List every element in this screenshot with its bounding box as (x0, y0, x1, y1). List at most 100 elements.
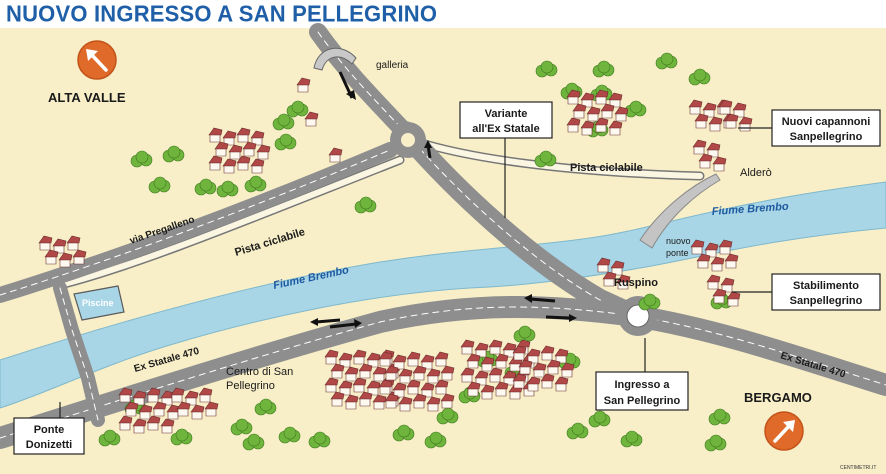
tree (194, 178, 217, 196)
tree (286, 100, 309, 118)
house (696, 253, 711, 269)
house (352, 349, 367, 365)
house (58, 252, 73, 268)
house (600, 103, 615, 119)
house (184, 390, 199, 406)
house (146, 415, 161, 431)
road-network (0, 23, 886, 449)
arrow-line-east (545, 315, 571, 320)
house (250, 130, 265, 146)
label-ruspino: Ruspino (614, 277, 658, 289)
house (384, 365, 399, 381)
house (256, 144, 271, 160)
house (474, 370, 489, 386)
house (132, 418, 147, 434)
house (434, 351, 449, 367)
house (608, 120, 623, 136)
label-galleria: galleria (376, 60, 409, 71)
label-stabilimento-line1: Stabilimento (793, 280, 859, 292)
arrow-line-west (529, 297, 556, 303)
house (532, 362, 547, 378)
label-capannoni-line2: Sanpellegrino (790, 131, 863, 143)
alta-valle-arrow-icon (77, 40, 117, 80)
house (718, 239, 733, 255)
tree (254, 398, 277, 416)
label-donizetti-line2: Donizetti (26, 439, 72, 451)
house (688, 99, 703, 115)
cycle-paths (55, 137, 705, 290)
house (304, 111, 319, 127)
arrow-line-west-2 (315, 318, 341, 324)
house (512, 373, 527, 389)
house (214, 141, 229, 157)
house (52, 238, 67, 254)
house (352, 377, 367, 393)
tree (638, 293, 661, 311)
tree (278, 426, 301, 444)
house (190, 404, 205, 420)
label-fiume-brembo-right: Fiume Brembo (711, 201, 789, 218)
house (378, 351, 393, 367)
house (250, 158, 265, 174)
map-title: NUOVO INGRESSO A SAN PELLEGRINO (6, 0, 438, 27)
house (494, 381, 509, 397)
tree (272, 113, 295, 131)
arrow-head-east (569, 314, 577, 322)
house (296, 77, 311, 93)
house (610, 260, 625, 276)
river-brembo (0, 181, 886, 409)
house (554, 348, 569, 364)
house (702, 102, 717, 118)
house (596, 257, 611, 273)
house (124, 401, 139, 417)
house (236, 127, 251, 143)
house (708, 116, 723, 132)
arrow-head-west-2 (310, 318, 318, 326)
house (580, 92, 595, 108)
house (694, 113, 709, 129)
house (540, 373, 555, 389)
house (580, 120, 595, 136)
house (330, 363, 345, 379)
house (222, 158, 237, 174)
house (594, 89, 609, 105)
tree (130, 150, 153, 168)
house (72, 249, 87, 265)
label-centro-line2: Pellegrino (226, 380, 275, 392)
house (166, 404, 181, 420)
label-aldero: Alderò (740, 167, 772, 179)
label-ingresso-line1: Ingresso a (614, 379, 670, 391)
tree (624, 100, 647, 118)
house (132, 390, 147, 406)
label-capannoni-line1: Nuovi capannoni (782, 116, 871, 128)
house (324, 349, 339, 365)
tree (708, 408, 731, 426)
tree (230, 418, 253, 436)
tree (216, 180, 239, 198)
new-bridge (639, 173, 721, 249)
house (434, 379, 449, 395)
house (502, 370, 517, 386)
tree (170, 428, 193, 446)
house (724, 113, 739, 129)
arrow-head-galleria (346, 90, 356, 100)
house (518, 359, 533, 375)
house-group (38, 77, 753, 434)
label-piscine: Piscine (82, 298, 114, 308)
house (726, 291, 741, 307)
tree (620, 430, 643, 448)
tree (242, 433, 265, 451)
house (426, 396, 441, 412)
house (330, 391, 345, 407)
house (152, 401, 167, 417)
tunnel-portal (313, 47, 357, 71)
callout-lines (59, 127, 772, 418)
label-donizetti-line1: Ponte (34, 424, 65, 436)
house (494, 353, 509, 369)
house (146, 387, 161, 403)
house (698, 153, 713, 169)
house (406, 351, 421, 367)
house (440, 365, 455, 381)
house (372, 394, 387, 410)
